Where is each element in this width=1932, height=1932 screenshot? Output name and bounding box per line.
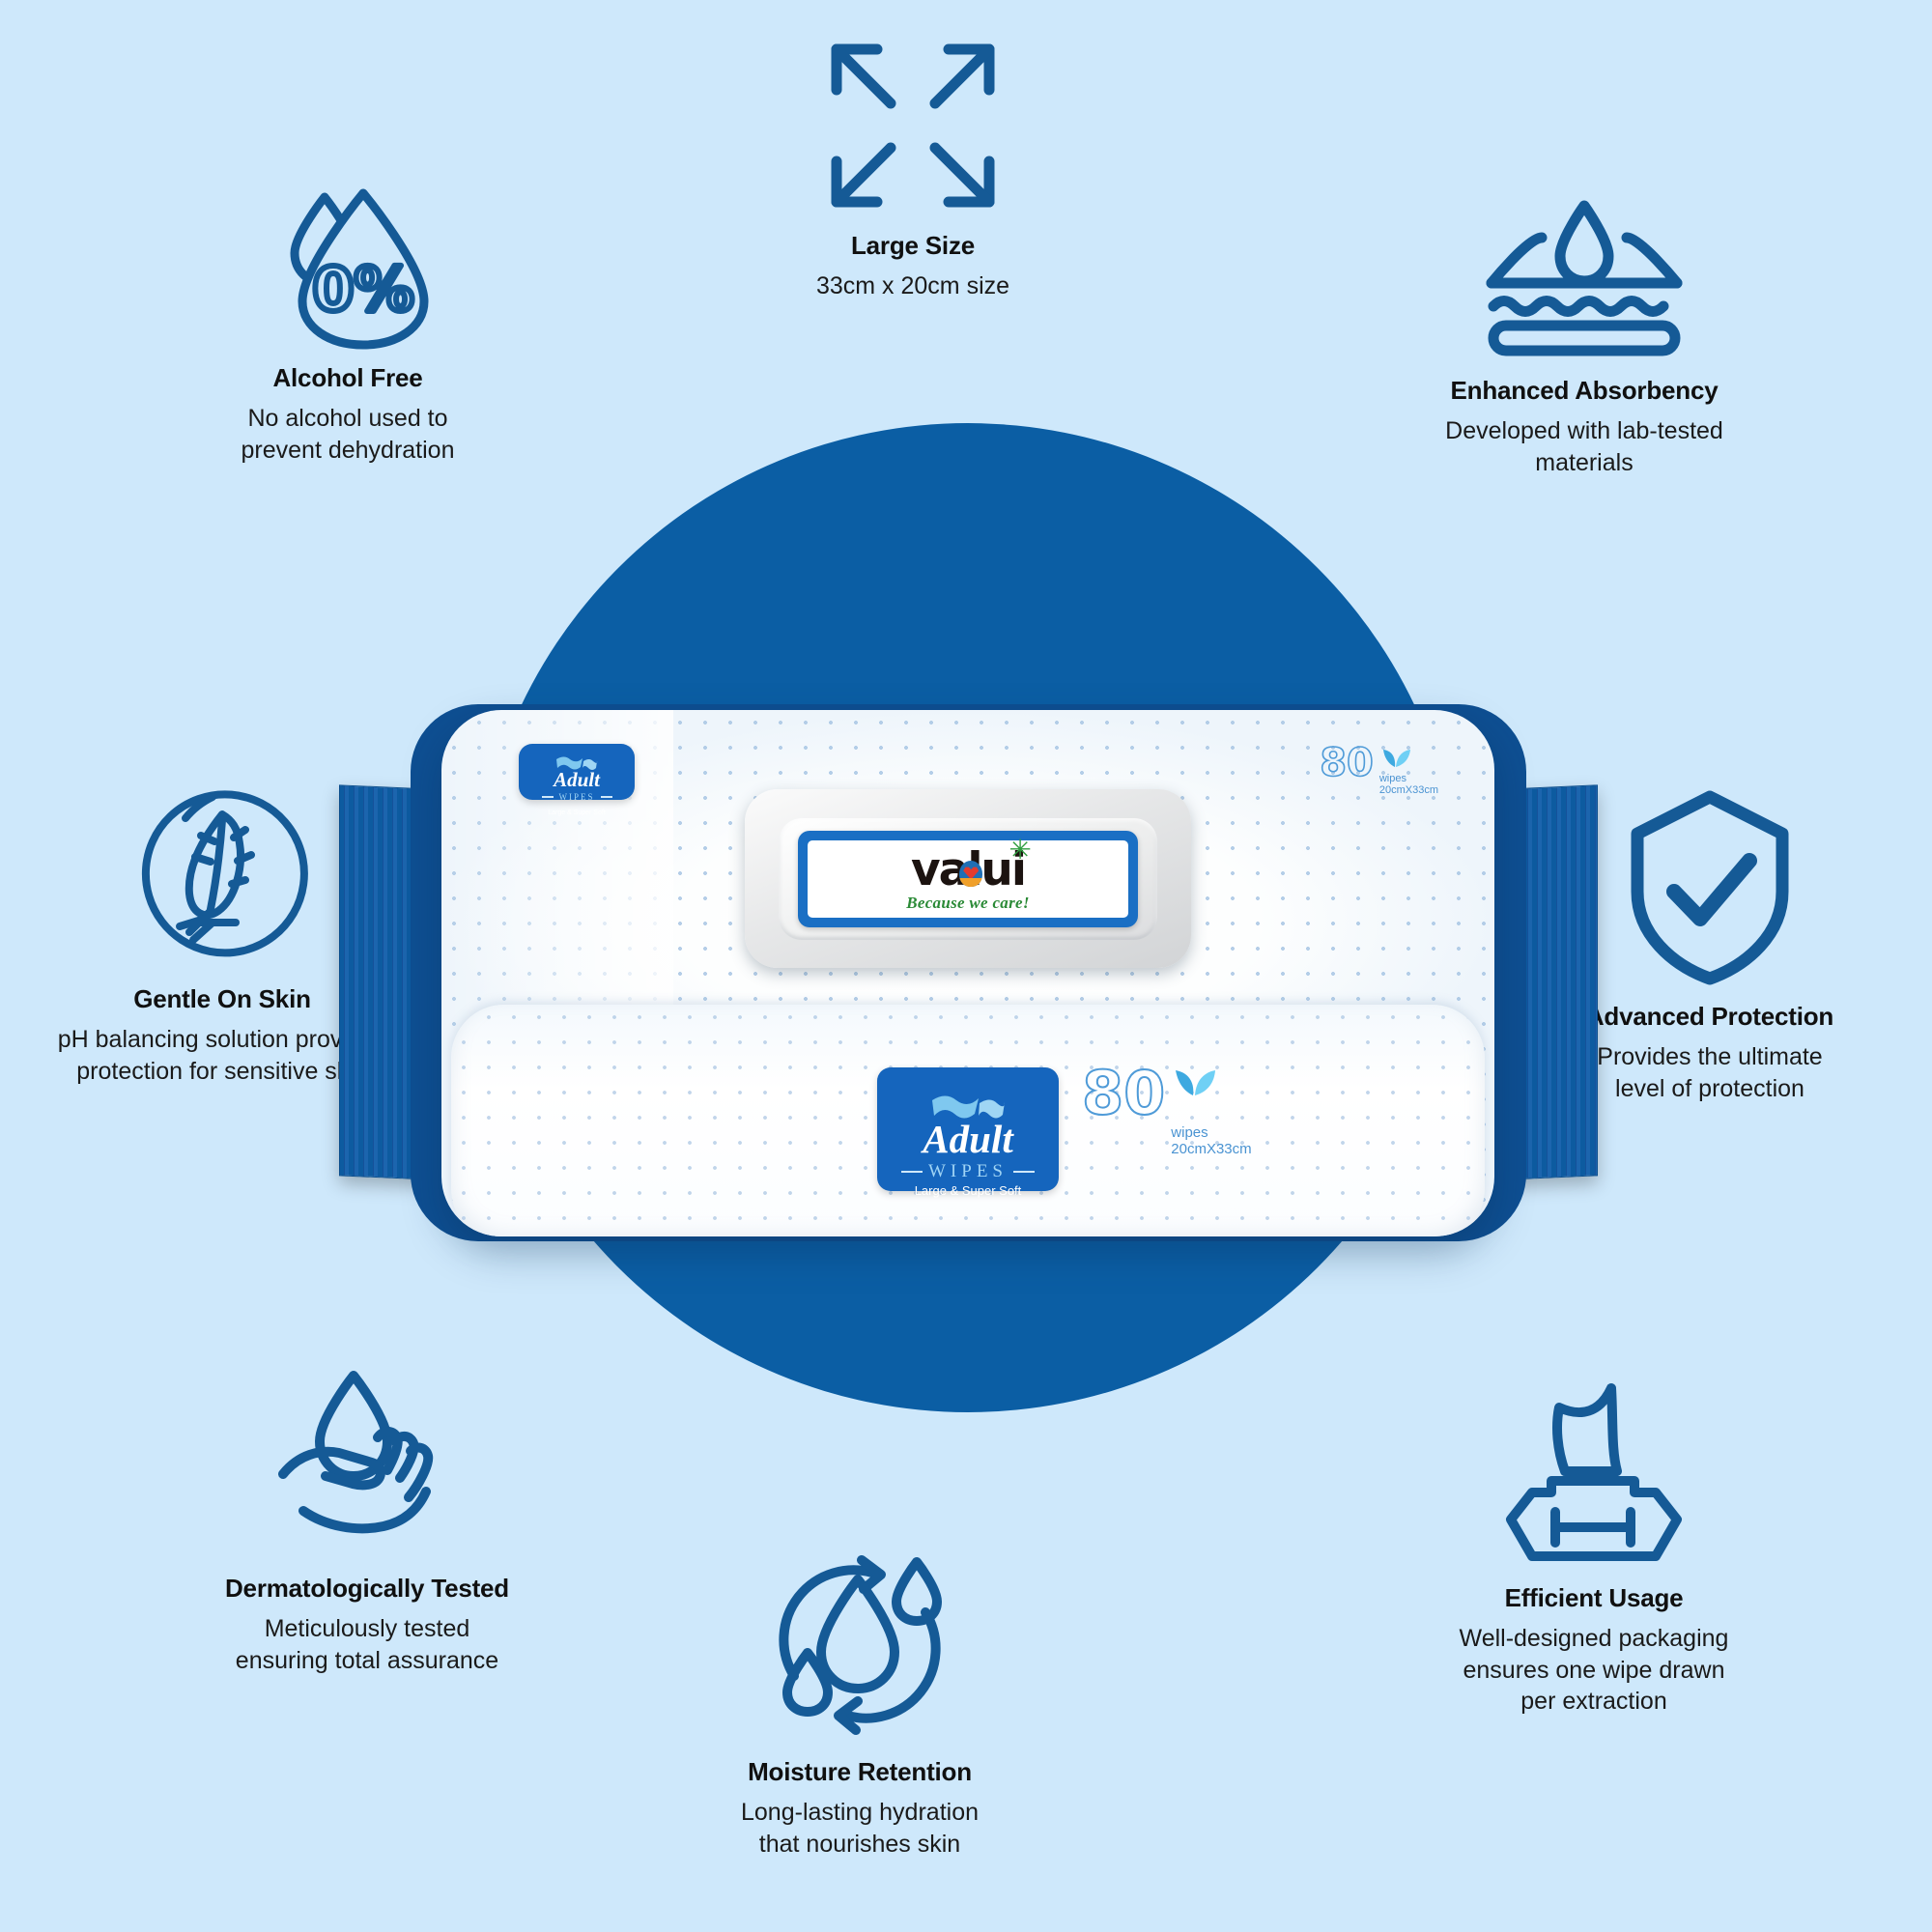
package-lid-inner-frame: valui ✳ Because we care! [779,817,1157,940]
feature-title: Alcohol Free [272,363,423,392]
feather-in-circle-icon [19,778,425,971]
feature-advanced-protection: Advanced Protection Provides the ultimat… [1507,787,1913,1104]
feature-enhanced-absorbency: Enhanced Absorbency Developed with lab-t… [1381,198,1787,478]
brand-heart-globe-icon [959,860,983,887]
feature-dermatologically-tested: Dermatologically Tested Meticulously tes… [155,1362,580,1676]
package-front-label-adult: Adult [923,1117,1013,1161]
feature-description: Developed with lab-tested materials [1445,417,1723,476]
brand-asterisk-icon: ✳ [1009,833,1032,866]
feature-description: 33cm x 20cm size [815,272,1010,299]
brand-lockup: valui ✳ Because we care! [906,836,1032,912]
feature-title: Advanced Protection [1585,1002,1834,1031]
leaf-icon [1176,1070,1216,1095]
package-wipes-bulge [451,1005,1485,1236]
package-lid-badge: 80 wipes 20cmX33cm [1319,741,1438,796]
droplets-recycle-arrows-icon [638,1550,1082,1744]
droplet-absorbing-layers-icon [1381,198,1787,362]
hand-with-droplet-icon [155,1362,580,1560]
feature-title: Gentle On Skin [133,984,311,1013]
package-body: Adult WIPES Large & Super Soft 80 wipes … [441,710,1494,1236]
product-package: Adult WIPES Large & Super Soft 80 wipes … [339,704,1598,1241]
package-plastic-lid[interactable]: valui ✳ Because we care! [745,789,1191,968]
package-front-badge-dimensions: 20cmX33cm [1171,1141,1252,1157]
package-front-label-wipes: WIPES [877,1161,1059,1182]
feature-large-size: Large Size 33cm x 20cm size [710,34,1116,302]
expand-arrows-icon [710,34,1116,217]
package-front-label-sub: Large & Super Soft [914,1183,1022,1198]
package-lid-label-sub: Large & Super Soft [548,810,606,816]
feature-description: No alcohol used to prevent dehydration [241,405,455,464]
package-front-badge: 80 wipes 20cmX33cm [1081,1058,1252,1157]
feature-efficient-usage: Efficient Usage Well-designed packaging … [1372,1377,1816,1718]
droplet-zero-percent-icon: 0% [145,184,551,350]
package-lid-label: Adult WIPES Large & Super Soft [519,744,635,816]
feature-description: Long-lasting hydration that nourishes sk… [741,1799,979,1858]
leaf-icon [1382,750,1410,767]
feature-moisture-retention: Moisture Retention Long-lasting hydratio… [638,1550,1082,1860]
package-lid-blue-frame: valui ✳ Because we care! [798,830,1138,927]
droplet-zero-percent-value: 0% [312,254,413,325]
feature-alcohol-free: 0% Alcohol Free No alcohol used to preve… [145,184,551,466]
feature-title: Moisture Retention [748,1757,972,1786]
package-lid-label-wipes: WIPES [519,792,635,802]
feature-description: Meticulously tested ensuring total assur… [235,1615,499,1674]
package-front-badge-count: 80 [1081,1058,1166,1128]
wipe-sheets-icon [556,756,598,770]
wipes-pack-draw-icon [1372,1377,1816,1570]
package-lid-badge-dimensions: 20cmX33cm [1378,784,1438,796]
feature-title: Efficient Usage [1504,1583,1684,1612]
feature-title: Enhanced Absorbency [1450,376,1719,405]
package-lid-brand-plate: valui ✳ Because we care! [808,836,1128,918]
brand-tagline: Because we care! [906,893,1030,912]
feature-description: Well-designed packaging ensures one wipe… [1459,1625,1729,1715]
package-front-badge-unit: wipes [1171,1124,1208,1141]
package-lid-label-adult: Adult [554,768,600,791]
feature-title: Dermatologically Tested [224,1574,509,1603]
feature-description: Provides the ultimate level of protectio… [1597,1043,1823,1102]
package-lid-badge-count: 80 [1319,741,1374,785]
shield-check-icon [1507,787,1913,988]
feature-gentle-on-skin: Gentle On Skin pH balancing solution pro… [19,778,425,1087]
feature-title: Large Size [850,231,976,260]
package-lid-badge-unit: wipes [1378,773,1406,784]
package-front-label: Adult WIPES Large & Super Soft [877,1067,1059,1198]
wipe-sheets-icon [932,1095,1005,1119]
